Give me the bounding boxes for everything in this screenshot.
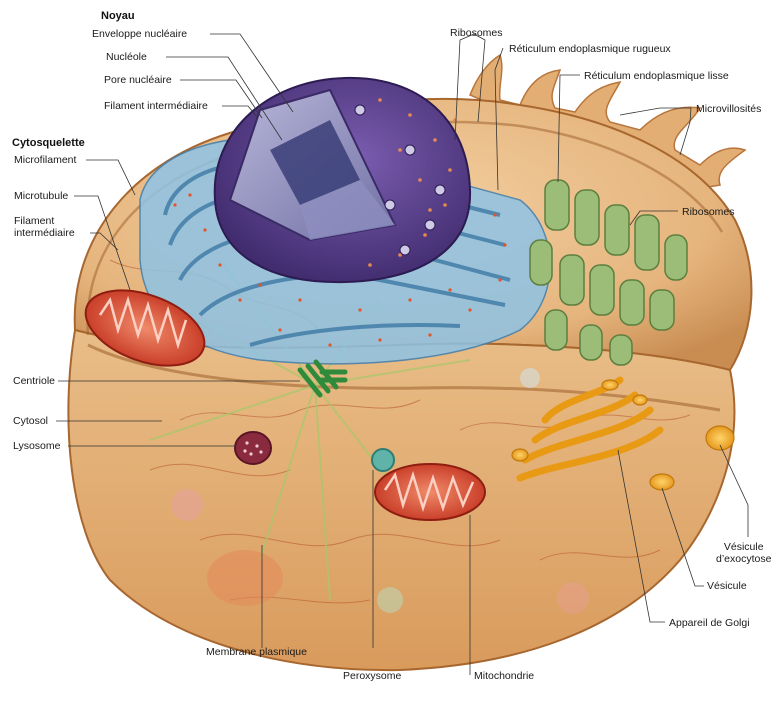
label-reticulum-rugueux: Réticulum endoplasmique rugueux: [509, 43, 671, 55]
label-centriole: Centriole: [13, 375, 55, 387]
label-vesicule-exocytose: Vésicule d’exocytose: [716, 541, 771, 565]
label-microfilament: Microfilament: [14, 154, 76, 166]
label-filament-intermediaire-cyto: Filament intermédiaire: [14, 215, 75, 239]
label-lysosome: Lysosome: [13, 440, 60, 452]
label-mitochondrie: Mitochondrie: [474, 670, 534, 682]
label-enveloppe-nucleaire: Enveloppe nucléaire: [92, 28, 187, 40]
label-nucleole: Nucléole: [106, 51, 147, 63]
peroxysome: [372, 449, 394, 471]
nucleus: [215, 78, 470, 282]
label-peroxysome: Peroxysome: [343, 670, 401, 682]
mitochondrion-bottom: [375, 464, 485, 520]
label-microvillosites: Microvillosités: [696, 103, 761, 115]
label-pore-nucleaire: Pore nucléaire: [104, 74, 172, 86]
label-filament-intermediaire-noyau: Filament intermédiaire: [104, 100, 208, 112]
label-membrane-plasmique: Membrane plasmique: [206, 646, 307, 658]
label-microtubule: Microtubule: [14, 190, 68, 202]
label-appareil-golgi: Appareil de Golgi: [669, 617, 750, 629]
label-reticulum-lisse: Réticulum endoplasmique lisse: [584, 70, 729, 82]
heading-cytosquelette: Cytosquelette: [12, 137, 85, 149]
lysosome: [235, 432, 271, 464]
heading-noyau: Noyau: [101, 10, 135, 22]
label-vesicule: Vésicule: [707, 580, 747, 592]
label-ribosomes-right: Ribosomes: [682, 206, 735, 218]
label-cytosol: Cytosol: [13, 415, 48, 427]
label-ribosomes-top: Ribosomes: [450, 27, 503, 39]
